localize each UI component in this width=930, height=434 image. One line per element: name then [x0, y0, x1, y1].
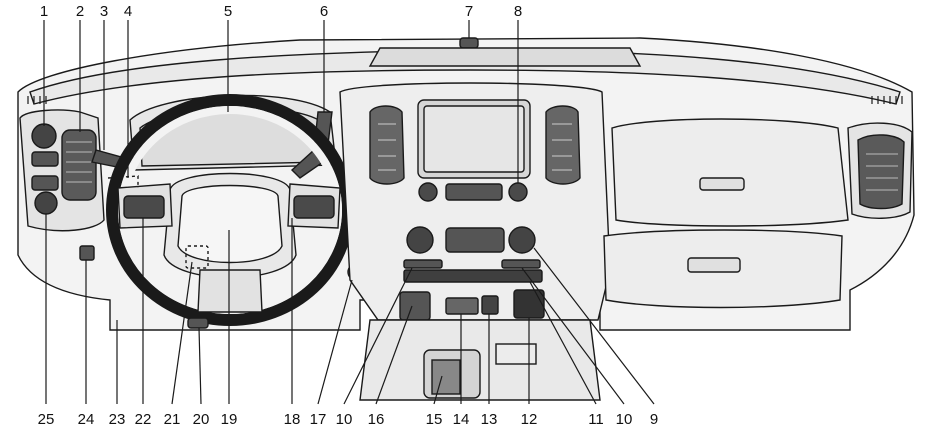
callout-13: 13 — [481, 411, 498, 428]
right-wheel-controls — [293, 195, 335, 219]
heated-seat-switch-row — [403, 269, 543, 283]
callout-14: 14 — [453, 411, 470, 428]
right-defrost-grille — [871, 96, 903, 104]
airbag-cover — [177, 184, 283, 264]
callout-leader-lines — [43, 20, 655, 405]
defroster-band — [29, 49, 901, 105]
volume-knob — [418, 182, 438, 202]
parking-brake — [187, 317, 209, 329]
callout-9: 9 — [650, 411, 658, 428]
dashed-paddle — [107, 175, 139, 188]
left-defrost-grille — [27, 96, 47, 104]
driver-temp-knob — [406, 226, 434, 254]
callout-4: 4 — [124, 3, 132, 20]
instrument-dimmer-knob — [34, 191, 58, 215]
callout-21: 21 — [164, 411, 181, 428]
left-vent — [61, 129, 97, 201]
callout-18: 18 — [284, 411, 301, 428]
storage-bin-inner — [431, 359, 461, 395]
left-switch-a — [31, 151, 59, 167]
callout-3: 3 — [100, 3, 108, 20]
usb-ports — [445, 297, 479, 315]
center-left-vent — [369, 105, 405, 185]
callout-6: 6 — [320, 3, 328, 20]
callout-5: 5 — [224, 3, 232, 20]
callout-numbers-bottom: 25 24 23 22 21 20 19 18 17 10 16 15 14 1… — [38, 411, 659, 428]
callout-11: 11 — [588, 411, 604, 428]
heated-wheel-button — [185, 245, 209, 269]
callout-16: 16 — [368, 411, 385, 428]
callout-12: 12 — [521, 411, 538, 428]
center-vent-louvers — [378, 123, 572, 171]
passenger-temp-knob — [508, 226, 536, 254]
left-vent-louvers — [66, 141, 92, 183]
right-vent-louvers — [866, 153, 898, 191]
callout-17: 17 — [310, 411, 327, 428]
climate-switch-row-left — [403, 259, 443, 269]
left-wheel-controls — [123, 195, 165, 219]
callout-7: 7 — [465, 3, 473, 20]
lower-glovebox-handle — [687, 257, 741, 273]
callout-24: 24 — [78, 411, 95, 428]
upper-glovebox-handle — [699, 177, 745, 191]
callout-10-right: 10 — [616, 411, 633, 428]
callout-19: 19 — [221, 411, 238, 428]
power-outlet — [513, 289, 545, 319]
tune-knob — [508, 182, 528, 202]
upper-glovebox — [611, 118, 849, 227]
audio-buttons — [445, 183, 503, 201]
callout-2: 2 — [76, 3, 84, 20]
callout-numbers-top: 1 2 3 4 5 6 7 8 — [40, 3, 522, 20]
aux-port — [481, 295, 499, 315]
dash-top-vent — [368, 47, 642, 67]
traction-buttons — [399, 291, 431, 321]
callout-10-left: 10 — [336, 411, 353, 428]
right-end-vent — [857, 134, 905, 210]
callout-15: 15 — [426, 411, 443, 428]
windshield-sensor — [459, 37, 479, 49]
callout-23: 23 — [109, 411, 126, 428]
cupholder-area — [495, 343, 537, 365]
dashboard-illustration — [17, 37, 915, 401]
callout-22: 22 — [135, 411, 152, 428]
exterior-lamp-knob — [31, 123, 57, 149]
infotainment-screen — [423, 105, 525, 173]
climate-switch-row-right — [501, 259, 541, 269]
callout-20: 20 — [193, 411, 210, 428]
hood-release — [79, 245, 95, 261]
callout-25: 25 — [38, 411, 55, 428]
callout-1: 1 — [40, 3, 48, 20]
climate-buttons — [445, 227, 505, 253]
left-switch-b — [31, 175, 59, 191]
callout-8: 8 — [514, 3, 522, 20]
center-right-vent — [545, 105, 581, 185]
wheel-spoke-bottom — [197, 269, 263, 313]
